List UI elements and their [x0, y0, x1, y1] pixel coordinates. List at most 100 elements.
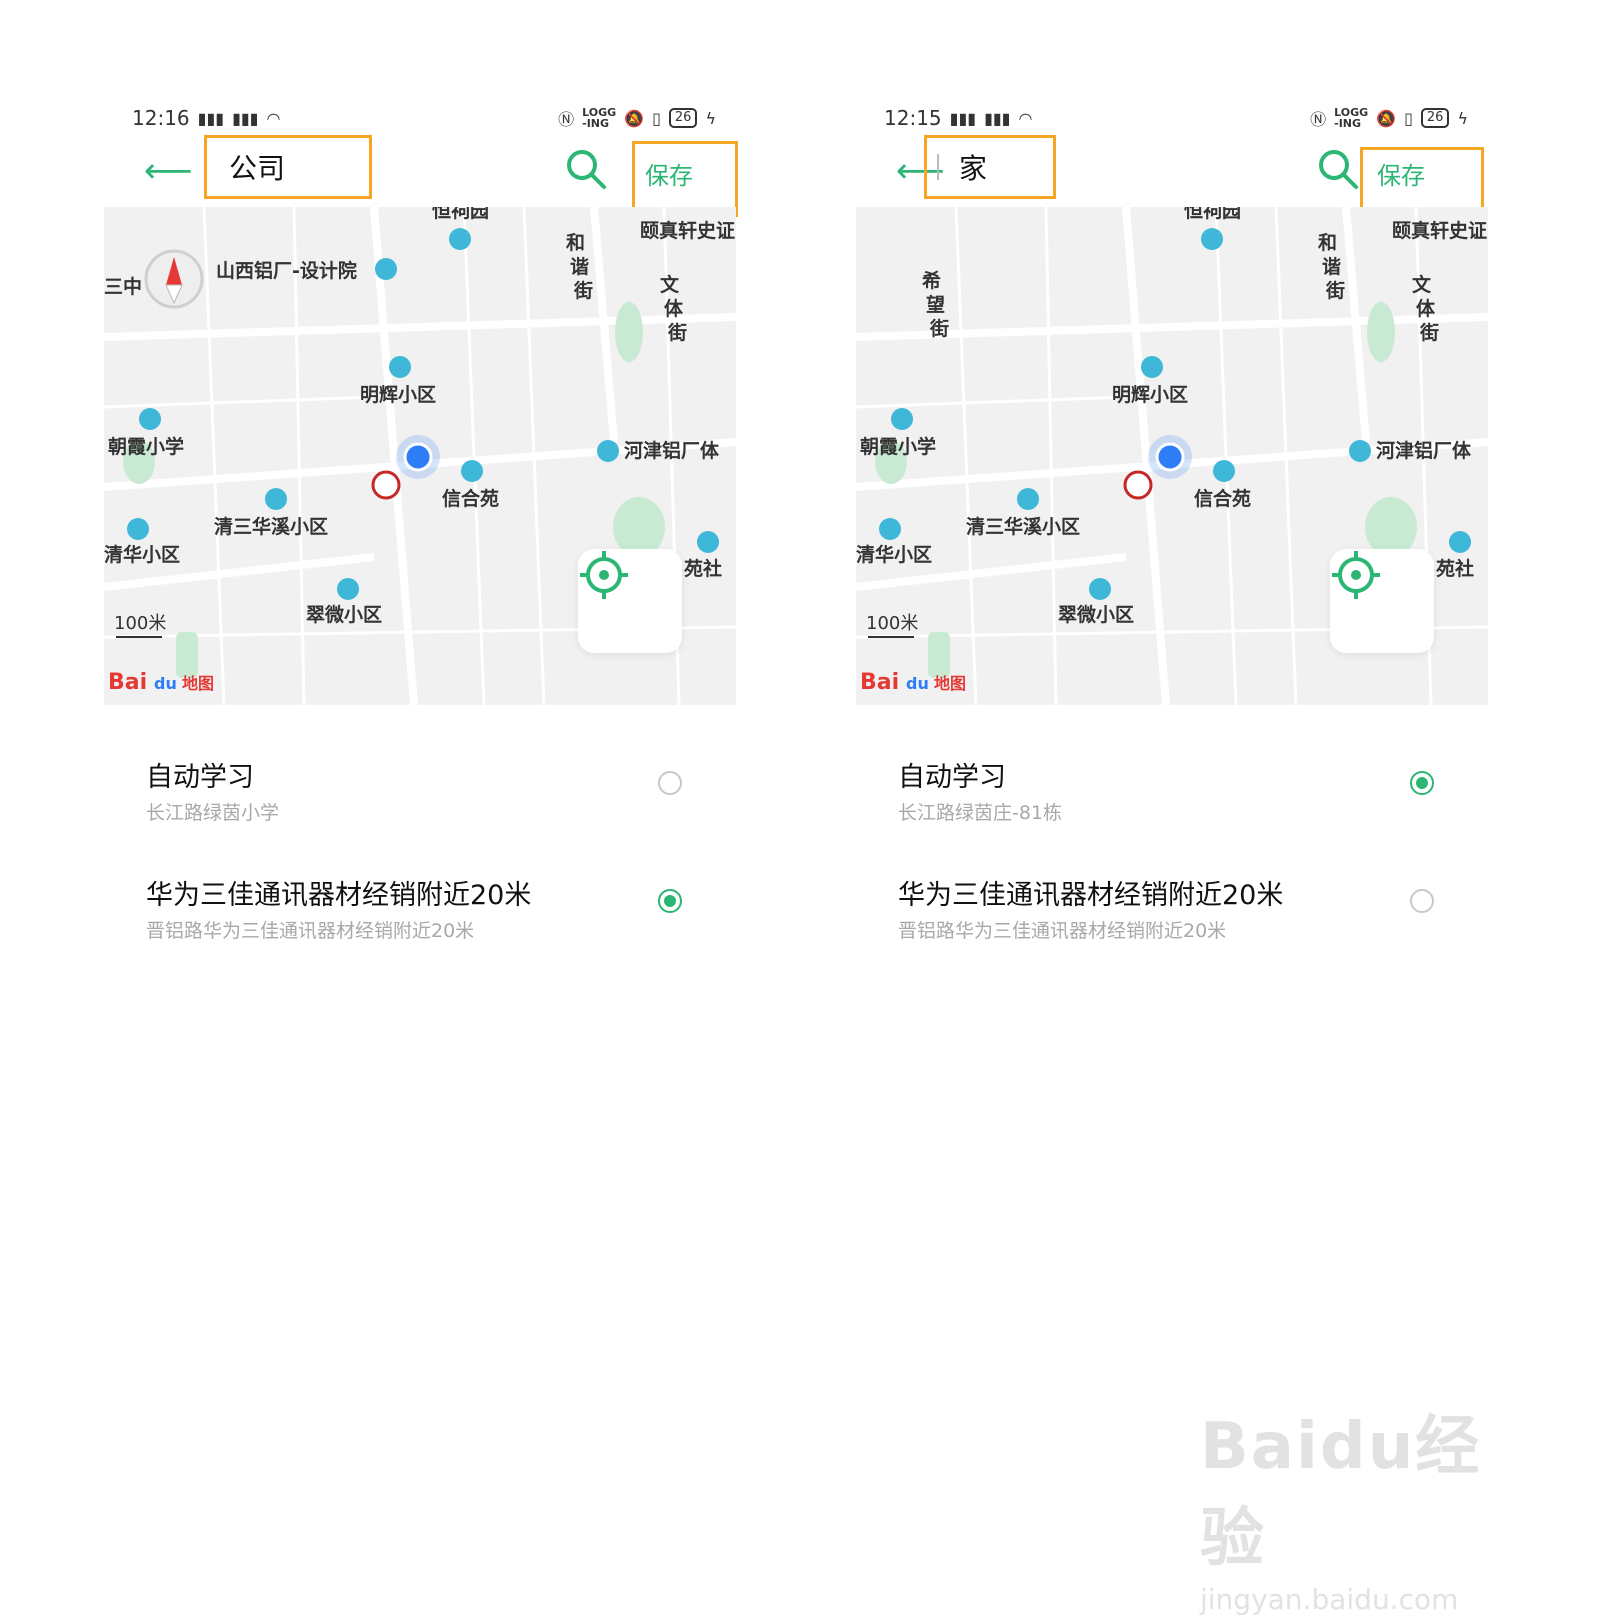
map-scale: 100米	[114, 613, 166, 634]
save-button-highlight[interactable]: 保存	[1360, 147, 1484, 211]
radio-button[interactable]	[1410, 771, 1434, 795]
top-bar: ⟵ 公司 保存	[104, 135, 744, 217]
radio-button[interactable]	[1410, 889, 1434, 913]
page-title: 公司	[229, 152, 286, 185]
option-subtitle: 长江路绿茵小学	[146, 802, 280, 824]
map-label: 信合苑	[1194, 487, 1251, 510]
map-label: 朝霞小学	[108, 435, 184, 458]
map-label: 翠微小区	[1058, 603, 1134, 626]
crosshair-icon	[1332, 551, 1380, 599]
charging-icon: ϟ	[705, 108, 716, 128]
map-label: 恒祠园	[1184, 207, 1241, 222]
nfc-icon: Ⓝ	[1310, 110, 1327, 129]
map-label: 望	[926, 293, 945, 316]
map-label: 颐真轩史证	[1392, 219, 1487, 242]
logging-indicator: LOGG -ING	[1334, 106, 1369, 130]
baidu-map-logo: Bai du 地图	[108, 670, 214, 695]
vibrate-icon: ▯	[1404, 108, 1413, 128]
map-label: 翠微小区	[306, 603, 382, 626]
search-icon[interactable]	[564, 147, 608, 191]
title-input[interactable]: 公司	[204, 135, 372, 199]
logging-indicator: LOGG -ING	[582, 106, 617, 130]
map-label: 体	[1416, 297, 1436, 320]
save-button[interactable]: 保存	[645, 162, 693, 190]
map-label: 信合苑	[442, 487, 499, 510]
text-cursor	[937, 154, 939, 180]
radio-button[interactable]	[658, 771, 682, 795]
search-icon[interactable]	[1316, 147, 1360, 191]
option-auto-learn[interactable]: 自动学习 长江路绿茵庄-81栋	[898, 755, 1496, 835]
save-button-highlight[interactable]: 保存	[632, 141, 738, 217]
clock: 12:15	[884, 106, 942, 130]
svg-text:Bai: Bai	[860, 670, 899, 695]
map-label: 体	[664, 297, 684, 320]
map-label: 山西铝厂-设计院	[216, 259, 357, 282]
option-title: 华为三佳通讯器材经销附近20米	[898, 880, 1284, 911]
map-label: 苑社	[684, 557, 722, 580]
map-canvas: 恒祠园 希 望 街 颐真轩史证 和 谐 街 文 体 街 明辉小区 朝霞小学 河津…	[856, 207, 1488, 705]
baidu-map-logo: Bai du 地图	[860, 670, 966, 695]
map-label: 街	[1419, 321, 1439, 344]
map-view[interactable]: 恒祠园 山西铝厂-设计院 三中 颐真轩史证 和 谐 街 文 体 街 明辉小区 朝…	[104, 207, 736, 705]
map-view[interactable]: 恒祠园 希 望 街 颐真轩史证 和 谐 街 文 体 街 明辉小区 朝霞小学 河津…	[856, 207, 1488, 705]
map-label: 清华小区	[856, 543, 932, 566]
watermark-logo: Baidu经验	[1200, 1410, 1482, 1576]
map-label: 清三华溪小区	[214, 515, 328, 538]
battery-icon: 26	[1420, 108, 1450, 128]
top-bar: ⟵ 家 保存	[856, 135, 1496, 211]
map-label: 街	[929, 317, 949, 340]
signal-icon: ▮▮▮	[232, 108, 259, 128]
option-title: 华为三佳通讯器材经销附近20米	[146, 880, 532, 911]
map-label: 河津铝厂体	[624, 439, 720, 462]
signal-icon: ▮▮▮	[949, 108, 977, 128]
option-nearby[interactable]: 华为三佳通讯器材经销附近20米 晋铝路华为三佳通讯器材经销附近20米	[146, 873, 744, 953]
svg-text:Bai: Bai	[108, 670, 147, 695]
map-label: 谐	[570, 256, 589, 278]
option-subtitle: 晋铝路华为三佳通讯器材经销附近20米	[146, 920, 475, 942]
save-button[interactable]: 保存	[1377, 162, 1425, 190]
option-auto-learn[interactable]: 自动学习 长江路绿茵小学	[146, 755, 744, 835]
status-bar: 12:16 ▮▮▮ ▮▮▮ ◠ Ⓝ LOGG -ING 🔕 ▯ 26 ϟ	[132, 103, 716, 133]
svg-text:地图: 地图	[934, 674, 966, 693]
panel-company: 12:16 ▮▮▮ ▮▮▮ ◠ Ⓝ LOGG -ING 🔕 ▯ 26 ϟ ⟵ 公…	[104, 95, 744, 975]
map-label: 清三华溪小区	[966, 515, 1080, 538]
map-label: 街	[1325, 279, 1345, 302]
option-nearby[interactable]: 华为三佳通讯器材经销附近20米 晋铝路华为三佳通讯器材经销附近20米	[898, 873, 1496, 953]
radio-button[interactable]	[658, 889, 682, 913]
clock: 12:16	[132, 106, 190, 130]
option-subtitle: 晋铝路华为三佳通讯器材经销附近20米	[898, 920, 1227, 942]
mute-icon: 🔕	[624, 108, 645, 128]
option-title: 自动学习	[898, 762, 1006, 793]
option-subtitle: 长江路绿茵庄-81栋	[898, 802, 1063, 824]
charging-icon: ϟ	[1457, 108, 1468, 128]
map-label: 和	[566, 231, 585, 254]
wifi-icon: ◠	[1018, 108, 1033, 128]
map-label: 街	[667, 321, 687, 344]
map-label: 三中	[104, 275, 142, 298]
back-arrow-icon[interactable]: ⟵	[144, 151, 193, 191]
map-label: 和	[1318, 231, 1337, 254]
map-label: 朝霞小学	[860, 435, 936, 458]
panel-home: 12:15 ▮▮▮ ▮▮▮ ◠ Ⓝ LOGG -ING 🔕 ▯ 26 ϟ ⟵ 家…	[856, 95, 1496, 975]
locate-button[interactable]	[578, 549, 682, 653]
map-label: 明辉小区	[1112, 384, 1188, 406]
signal-icon: ▮▮▮	[984, 108, 1011, 128]
svg-text:du: du	[906, 674, 929, 693]
map-label: 明辉小区	[360, 384, 436, 406]
option-title: 自动学习	[146, 762, 254, 793]
locate-button[interactable]	[1330, 549, 1434, 653]
map-label: 文	[660, 273, 680, 296]
map-label: 颐真轩史证	[640, 219, 735, 242]
map-label: 街	[573, 279, 593, 302]
map-label: 希	[922, 269, 941, 292]
signal-icon: ▮▮▮	[197, 108, 225, 128]
vibrate-icon: ▯	[652, 108, 661, 128]
map-scale: 100米	[866, 613, 918, 634]
wifi-icon: ◠	[266, 108, 281, 128]
svg-text:地图: 地图	[182, 674, 214, 693]
map-canvas: 恒祠园 山西铝厂-设计院 三中 颐真轩史证 和 谐 街 文 体 街 明辉小区 朝…	[104, 207, 736, 705]
title-input[interactable]: 家	[924, 135, 1056, 199]
mute-icon: 🔕	[1376, 108, 1397, 128]
nfc-icon: Ⓝ	[558, 110, 575, 129]
svg-text:du: du	[154, 674, 177, 693]
